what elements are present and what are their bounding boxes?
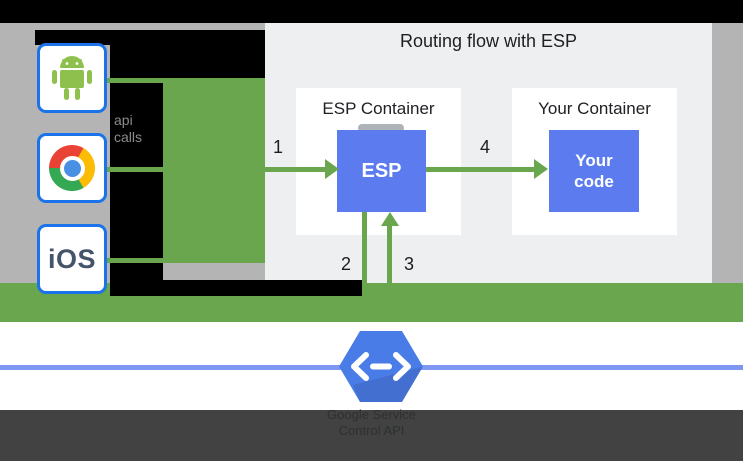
arrow-1-head-icon [325, 159, 339, 179]
your-code-line2: code [574, 172, 614, 191]
green-flow-column [163, 78, 265, 263]
android-icon [52, 56, 92, 100]
gray-artifact-blob [358, 124, 404, 132]
service-control-line2: Control API [338, 423, 405, 438]
service-control-label: Google Service Control API [0, 407, 743, 439]
arrow-4-line [426, 167, 535, 172]
esp-container-title: ESP Container [322, 99, 435, 118]
ios-connector-line [106, 258, 166, 263]
arrow-1-line [265, 167, 326, 172]
ios-client-box: iOS [37, 224, 107, 294]
your-container-title: Your Container [538, 99, 651, 118]
android-connector-line [106, 78, 166, 83]
chrome-icon [49, 145, 95, 191]
arrow-2-line [362, 212, 367, 300]
step-2-label: 2 [340, 254, 351, 274]
arrow-3-head-icon [381, 212, 399, 226]
chrome-icon-center [59, 155, 85, 181]
black-artifact-bar-notch [110, 280, 363, 296]
black-artifact-column-top [163, 30, 265, 78]
arrow-3-line [387, 226, 392, 300]
chrome-client-box [37, 133, 107, 203]
api-calls-line1: api [114, 112, 133, 128]
esp-node: ESP [337, 130, 426, 212]
esp-node-label: ESP [361, 159, 402, 182]
arrow-4-head-icon [534, 159, 548, 179]
panel-title: Routing flow with ESP [399, 31, 578, 51]
step-1-label: 1 [272, 137, 283, 157]
android-client-box [37, 43, 107, 113]
step-4-label: 4 [479, 137, 490, 157]
bottom-dark-bar [0, 410, 743, 461]
your-code-line1: Your [575, 151, 613, 170]
top-black-bar [0, 0, 743, 23]
cloud-endpoints-icon [339, 331, 423, 402]
black-artifact-left [110, 30, 163, 283]
step-3-label: 3 [403, 254, 414, 274]
api-calls-label: api calls [114, 112, 174, 146]
chrome-connector-line [106, 167, 166, 172]
your-code-node: Your code [549, 130, 639, 212]
api-calls-line2: calls [114, 129, 143, 145]
service-control-line1: Google Service [327, 407, 416, 422]
ios-label: iOS [47, 243, 96, 274]
